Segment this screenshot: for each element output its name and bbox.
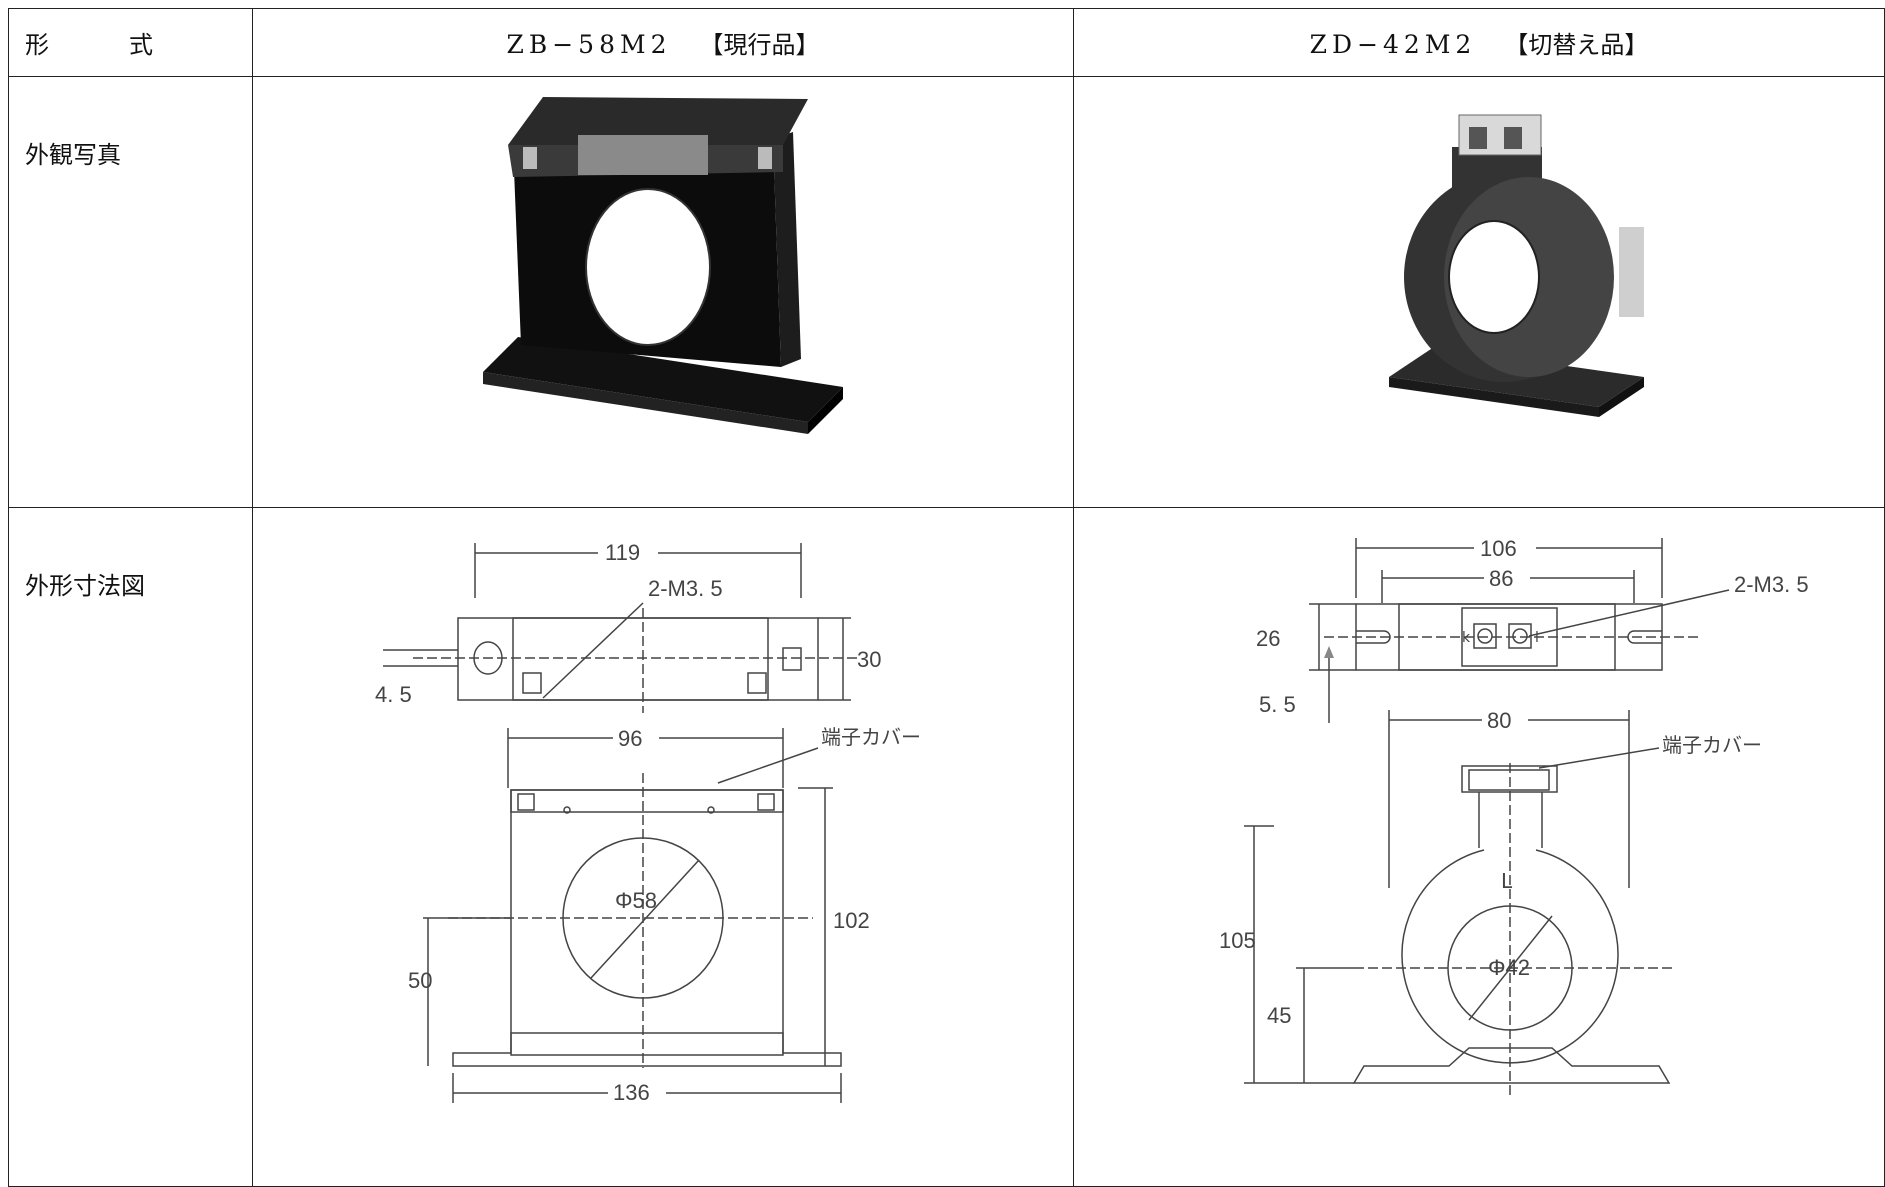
zb-dim-phi: Φ58 [615, 888, 657, 913]
zd-top-l: l [1535, 630, 1539, 646]
zd-terminal-2 [1504, 127, 1522, 149]
zb-dim-45: 4. 5 [375, 682, 412, 707]
zd-leader-cover [1538, 747, 1660, 769]
zd-model-name: ZD−42M2 [1309, 30, 1477, 59]
zb-leader-cover [717, 747, 819, 784]
zb-dim-102: 102 [833, 908, 870, 933]
zb-top-screw-right [747, 672, 767, 694]
zb-front-dot-right [707, 806, 715, 814]
zd-through-hole [1449, 221, 1539, 333]
zb-model-name: ZB−58M2 [506, 30, 672, 59]
zb-photo-cell [252, 76, 1074, 508]
zb-base-front [483, 372, 808, 434]
zd-photo-cell [1073, 76, 1885, 508]
zd-dim-45: 45 [1267, 1003, 1291, 1028]
zb-terminal-right [758, 147, 772, 169]
zd-top-screw-right [1508, 623, 1532, 649]
zb-cover-label: 端子カバー [821, 725, 921, 749]
zd-front-L: L [1501, 869, 1513, 893]
zd-side-label [1619, 227, 1644, 317]
header-label-cell: 形 式 [8, 8, 253, 77]
zb-dimension-drawing: 119 2-M3. 5 30 4. 5 [375, 540, 921, 1106]
zb-leader-m35 [542, 602, 644, 699]
zd-top-screw-right-head [1512, 628, 1528, 644]
zb-front-dot-left [563, 806, 571, 814]
zd-hole-rim [1448, 220, 1540, 334]
zb-top-outline [457, 617, 819, 701]
zb-base-plate [483, 337, 843, 422]
zb-dim-m35: 2-M3. 5 [648, 576, 723, 601]
zb-top-hole-right [782, 647, 802, 671]
zb-top-screw-left [522, 672, 542, 694]
drawing-row-label: 外形寸法図 [25, 572, 145, 600]
zb-front-body [510, 789, 784, 1056]
zb-label-plate [578, 135, 708, 175]
zb-dim-96: 96 [618, 726, 642, 751]
zb-header-cell: ZB−58M2 【現行品】 [252, 8, 1074, 77]
zd-top-screw-left [1473, 623, 1497, 649]
zd-top-screw-left-head [1477, 628, 1493, 644]
zb-dia-line [590, 859, 700, 979]
zd-dim-105: 105 [1219, 928, 1256, 953]
zd-terminal-1 [1469, 127, 1487, 149]
zd-dim-26: 26 [1256, 626, 1280, 651]
zb-top-cover [508, 97, 808, 145]
zd-dimension-drawing: 106 86 2-M3. 5 k l [1219, 536, 1809, 1098]
zd-drawing-cell: 106 86 2-M3. 5 k l [1073, 507, 1885, 1187]
zd-base-front [1389, 377, 1599, 417]
spec-sheet: 形 式 ZB−58M2 【現行品】 ZD−42M2 【切替え品】 外観写真 [8, 8, 1885, 1187]
zd-base-edge [1599, 377, 1644, 417]
zd-dim-106: 106 [1480, 536, 1517, 561]
zd-front-terminal [1468, 769, 1550, 791]
header-row: 形 式 ZB−58M2 【現行品】 ZD−42M2 【切替え品】 [8, 8, 1885, 77]
photo-row: 外観写真 [8, 76, 1885, 508]
header-label: 形 式 [25, 31, 181, 59]
zb-body-side [773, 132, 801, 367]
zd-dim-55: 5. 5 [1259, 692, 1296, 717]
zd-dim-86: 86 [1489, 566, 1513, 591]
zb-front-cover [510, 789, 784, 813]
zb-terminal-left [523, 147, 537, 169]
zd-front-base [1352, 1047, 1671, 1084]
zb-dim-30: 30 [857, 647, 881, 672]
zb-through-hole [586, 189, 710, 345]
zb-dim-119: 119 [605, 540, 640, 565]
zb-status-tag: 【現行品】 [699, 31, 820, 59]
zb-photo [483, 97, 843, 434]
comparison-table: 形 式 ZB−58M2 【現行品】 ZD−42M2 【切替え品】 外観写真 [8, 8, 1885, 1187]
zb-dim-50: 50 [408, 968, 432, 993]
drawing-row: 外形寸法図 119 2-M3. 5 [8, 507, 1885, 1187]
zd-leader-m35 [1528, 589, 1730, 637]
drawing-label-cell: 外形寸法図 [8, 507, 253, 1187]
photo-label-cell: 外観写真 [8, 76, 253, 508]
zb-front-term-left [517, 793, 535, 811]
zd-status-tag: 【切替え品】 [1504, 31, 1649, 59]
zd-arrow-55 [1324, 646, 1334, 658]
zb-dim-136: 136 [613, 1080, 650, 1105]
zd-dim-phi: Φ42 [1488, 955, 1530, 980]
zb-hole-rim [585, 188, 711, 346]
zb-drawing-cell: 119 2-M3. 5 30 4. 5 [252, 507, 1074, 1187]
zb-top-body [512, 617, 769, 701]
zd-photo [1389, 114, 1644, 417]
zb-front-term-right [757, 793, 775, 811]
zd-header-cell: ZD−42M2 【切替え品】 [1073, 8, 1885, 77]
zd-cover-label: 端子カバー [1662, 733, 1762, 757]
zb-base-edge [808, 387, 843, 434]
photo-row-label: 外観写真 [25, 141, 121, 169]
zd-top-k: k [1462, 630, 1471, 646]
zd-dim-80: 80 [1487, 708, 1511, 733]
zb-front-base [452, 1032, 842, 1067]
zd-dim-m35: 2-M3. 5 [1734, 572, 1809, 597]
